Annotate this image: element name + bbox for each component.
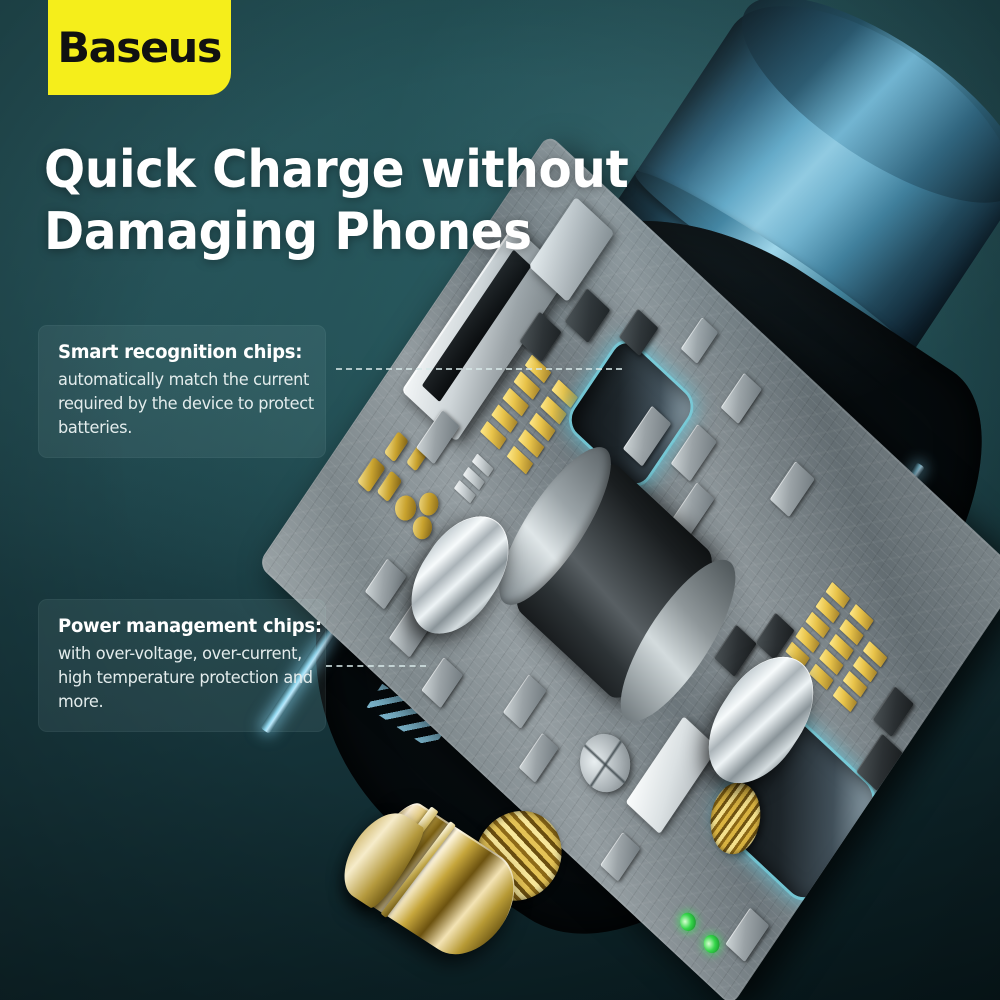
page-headline: Quick Charge without Damaging Phones	[44, 139, 629, 263]
leader-line-power-management	[326, 665, 426, 667]
callout-body: automatically match the current required…	[58, 370, 314, 438]
headline-line-1: Quick Charge without	[44, 140, 629, 200]
brand-logo-text: Baseus	[57, 23, 223, 72]
callout-body: with over-voltage, over-current, high te…	[58, 644, 313, 712]
callout-title: Power management chips:	[58, 615, 322, 637]
callout-title: Smart recognition chips:	[58, 341, 303, 363]
headline-line-2: Damaging Phones	[44, 202, 532, 262]
baseus-logo-badge: Baseus	[48, 0, 231, 95]
housing-cap-face	[712, 0, 1000, 240]
callout-smart-recognition-chips: Smart recognition chips: automatically m…	[38, 325, 326, 458]
callout-power-management-chips: Power management chips: with over-voltag…	[38, 599, 326, 732]
leader-line-smart-recognition	[336, 368, 622, 370]
